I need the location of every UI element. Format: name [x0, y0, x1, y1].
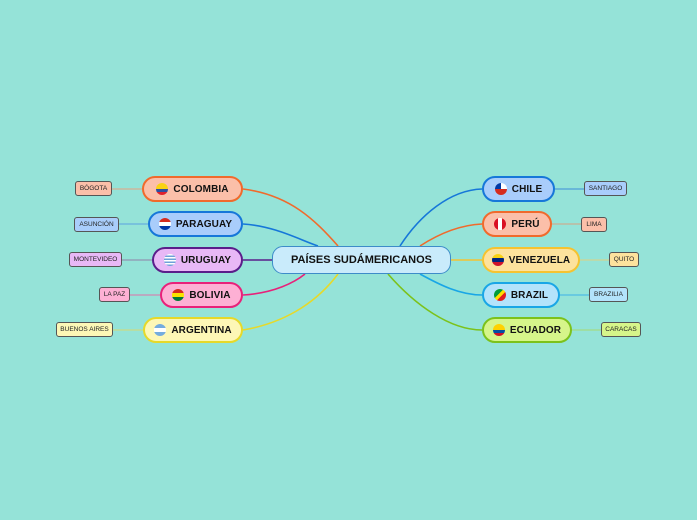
- peru-flag-icon: [494, 218, 507, 230]
- topic-colombia[interactable]: COLOMBIA: [142, 176, 243, 202]
- subtopic-label: BÓGOTA: [79, 185, 108, 192]
- argentina-flag-icon: [154, 324, 167, 336]
- subtopic-quito[interactable]: QUITO: [609, 252, 639, 267]
- subtopic-label: MONTEVIDEO: [73, 256, 118, 263]
- topic-label: PERÚ: [511, 218, 540, 230]
- topic-uruguay[interactable]: URUGUAY: [152, 247, 243, 273]
- subtopic-brazilia[interactable]: BRAZILIA: [589, 287, 628, 302]
- subtopic-label: QUITO: [613, 256, 635, 263]
- topic-label: BOLIVIA: [189, 289, 231, 301]
- bolivia-flag-icon: [172, 289, 185, 301]
- topic-label: COLOMBIA: [173, 183, 229, 195]
- paraguay-flag-icon: [158, 218, 171, 230]
- uruguay-flag-icon: [163, 254, 176, 266]
- ecuador-flag-icon: [492, 324, 505, 336]
- subtopic-label: LA PAZ: [103, 291, 126, 298]
- subtopic-la-paz[interactable]: LA PAZ: [99, 287, 130, 302]
- topic-paraguay[interactable]: PARAGUAY: [148, 211, 243, 237]
- topic-label: PARAGUAY: [175, 218, 233, 230]
- subtopic-label: ASUNCIÓN: [79, 221, 114, 228]
- topic-label: ECUADOR: [509, 324, 562, 336]
- topic-label: VENEZUELA: [508, 254, 571, 266]
- subtopic-label: SANTIAGO: [588, 185, 623, 192]
- colombia-flag-icon: [156, 183, 169, 195]
- subtopic-label: BRAZILIA: [594, 291, 623, 298]
- brazil-flag-icon: [493, 289, 506, 301]
- subtopic-asuncion[interactable]: ASUNCIÓN: [74, 217, 119, 232]
- subtopic-montevideo[interactable]: MONTEVIDEO: [69, 252, 122, 267]
- subtopic-label: BUENOS AIRES: [60, 326, 109, 333]
- subtopic-bogota[interactable]: BÓGOTA: [75, 181, 112, 196]
- root-title: PAÍSES SUDÁMERICANOS: [291, 254, 432, 266]
- topic-ecuador[interactable]: ECUADOR: [482, 317, 572, 343]
- topic-label: CHILE: [511, 183, 543, 195]
- topic-brazil[interactable]: BRAZIL: [482, 282, 560, 308]
- subtopic-caracas[interactable]: CARACAS: [601, 322, 641, 337]
- subtopic-lima[interactable]: LIMA: [581, 217, 607, 232]
- topic-venezuela[interactable]: VENEZUELA: [482, 247, 580, 273]
- topic-chile[interactable]: CHILE: [482, 176, 555, 202]
- venezuela-flag-icon: [491, 254, 504, 266]
- topic-argentina[interactable]: ARGENTINA: [143, 317, 243, 343]
- topic-label: BRAZIL: [510, 289, 549, 301]
- topic-label: URUGUAY: [180, 254, 232, 266]
- topic-bolivia[interactable]: BOLIVIA: [160, 282, 243, 308]
- root-topic[interactable]: PAÍSES SUDÁMERICANOS: [272, 246, 451, 274]
- subtopic-label: LIMA: [586, 221, 602, 228]
- subtopic-santiago[interactable]: SANTIAGO: [584, 181, 627, 196]
- subtopic-label: CARACAS: [605, 326, 637, 333]
- topic-peru[interactable]: PERÚ: [482, 211, 552, 237]
- topic-label: ARGENTINA: [171, 324, 232, 336]
- subtopic-buenos-aires[interactable]: BUENOS AIRES: [56, 322, 113, 337]
- chile-flag-icon: [494, 183, 507, 195]
